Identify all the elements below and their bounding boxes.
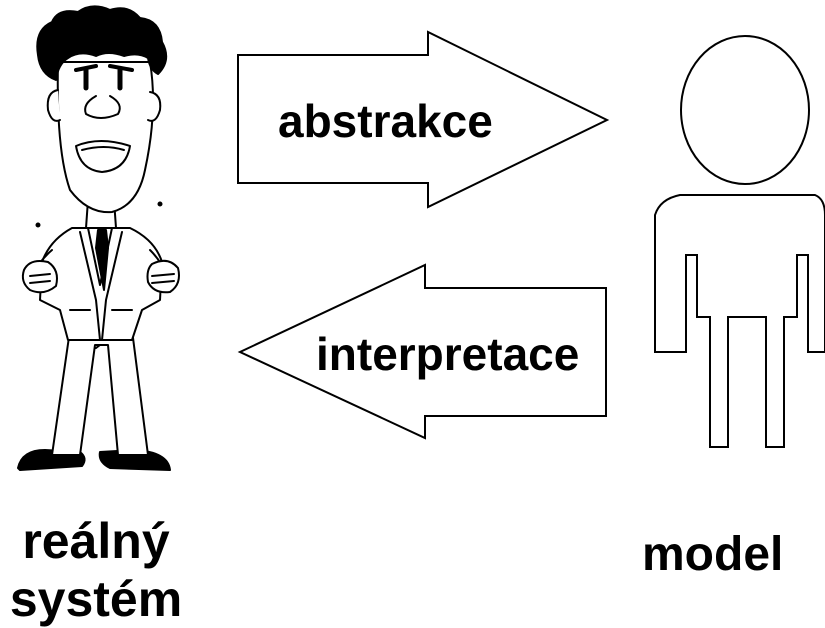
model-body xyxy=(655,195,825,447)
model-head xyxy=(681,36,809,184)
abstraction-label: abstrakce xyxy=(278,98,493,144)
interpretation-label: interpretace xyxy=(316,331,579,377)
left-fist xyxy=(23,261,57,292)
trousers xyxy=(52,330,148,455)
model-label: model xyxy=(642,531,783,579)
model-figure xyxy=(655,36,825,447)
face xyxy=(58,62,153,212)
cartoon-man xyxy=(18,6,179,470)
real-system-label-line2: systém xyxy=(0,571,192,628)
nose xyxy=(85,96,120,118)
real-system-label-line1: reálný xyxy=(0,513,192,571)
real-system-label: reálný systém xyxy=(0,513,192,628)
